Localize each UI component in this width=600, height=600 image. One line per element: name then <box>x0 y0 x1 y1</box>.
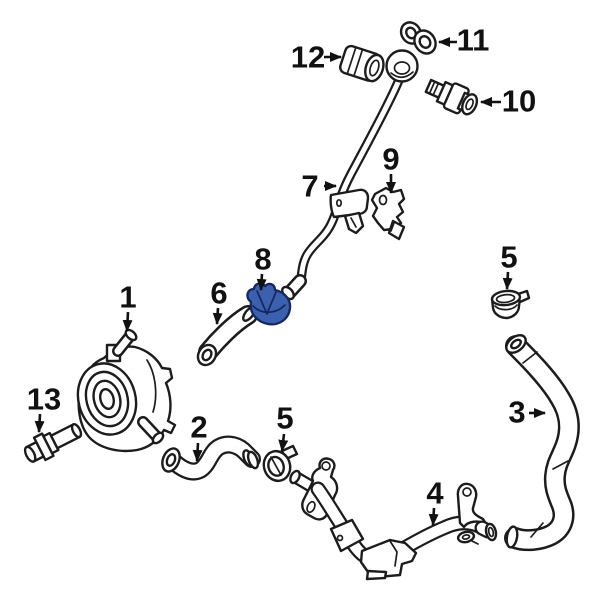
callout-label-8-8: 8 <box>254 242 271 277</box>
callout-label-5-4: 5 <box>276 401 293 436</box>
callout-label-6-6: 6 <box>210 276 227 311</box>
callout-label-7-7: 7 <box>301 169 318 204</box>
callout-label-12-12: 12 <box>291 40 325 75</box>
part-10-connector-bolt <box>424 78 479 116</box>
callout-label-2-1: 2 <box>190 410 207 445</box>
part-5-clamp-middle <box>262 444 299 483</box>
cooler-face-rings <box>76 362 138 436</box>
part-1-oil-cooler <box>76 328 177 453</box>
callout-arrow-4-3 <box>428 507 439 526</box>
callout-label-4-3: 4 <box>426 476 444 511</box>
part-12-plug <box>339 44 385 83</box>
part-2-hose <box>161 435 261 481</box>
callout-label-3-2: 3 <box>508 395 525 430</box>
part-3-hose <box>504 334 580 552</box>
callout-arrow-6-6 <box>212 307 223 325</box>
callout-label-11-11: 11 <box>457 23 490 58</box>
callout-arrow-13-13 <box>34 413 45 433</box>
callout-label-10-10: 10 <box>502 84 536 119</box>
callout-label-13-13: 13 <box>27 382 61 417</box>
part-5-clamp-right <box>490 289 531 320</box>
part-8-clamp-highlighted <box>246 282 292 326</box>
part-4-pipe-assembly <box>289 457 498 581</box>
callout-label-1-0: 1 <box>119 280 136 315</box>
callout-label-5-5: 5 <box>500 240 517 275</box>
part-11-washers <box>399 21 437 55</box>
callout-arrow-8-8 <box>256 273 267 291</box>
part-9-bracket <box>370 186 406 241</box>
part-7-water-pipe <box>281 49 419 301</box>
part-6-hose <box>196 305 258 367</box>
callout-arrow-5-4 <box>278 433 289 452</box>
pipe-bracket <box>329 188 370 219</box>
callout-arrow-5-5 <box>502 271 513 290</box>
pipe-plate-bracket <box>329 518 365 553</box>
callout-label-9-9: 9 <box>382 142 399 177</box>
callout-arrow-1-0 <box>122 311 133 332</box>
callout-arrow-2-1 <box>192 442 203 462</box>
part-13-bolt <box>23 422 83 463</box>
pipe-elbow-connector <box>359 538 418 579</box>
